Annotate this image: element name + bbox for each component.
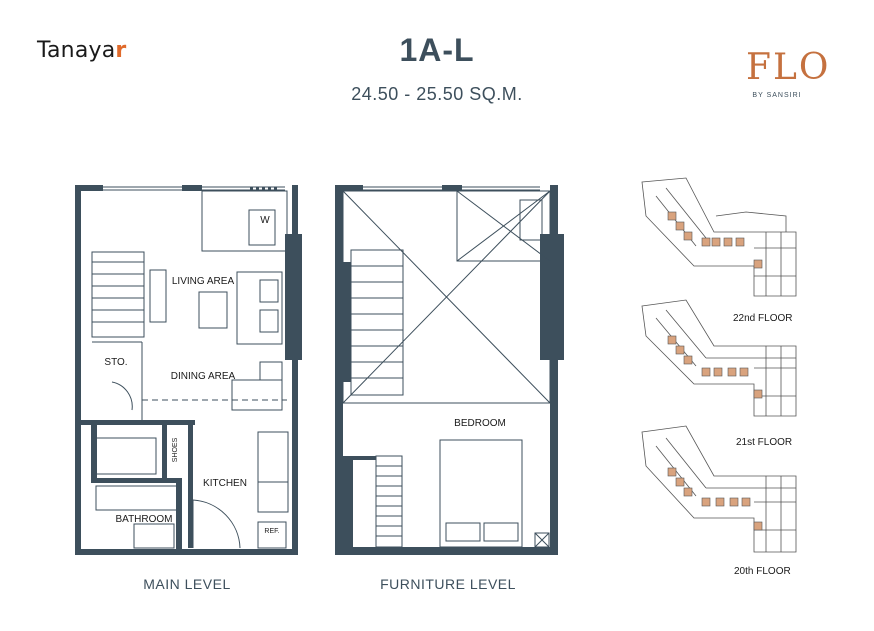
furniture-level-stair-wall xyxy=(343,456,376,547)
furniture-level-caption: FURNITURE LEVEL xyxy=(380,576,516,592)
flo-logo: FLO xyxy=(746,47,831,88)
keyplan-21st-label: 21st FLOOR xyxy=(736,437,793,448)
room-label-living: LIVING AREA xyxy=(172,276,235,287)
main-level-windows xyxy=(103,186,285,191)
main-level-walls xyxy=(75,185,302,555)
main-level-plan: LIVING AREA W STO. DINING AREA SHOES KIT… xyxy=(75,185,302,555)
tanayar-logo-text: Tanaya xyxy=(37,38,116,63)
main-level-interior xyxy=(91,190,289,549)
flo-logo-subtitle: BY SANSIRI xyxy=(752,92,802,99)
unit-area: 24.50 - 25.50 SQ.M. xyxy=(351,84,523,104)
main-level-caption: MAIN LEVEL xyxy=(143,576,231,592)
unit-title: 1A-L xyxy=(399,32,475,68)
furniture-level-walls xyxy=(335,185,564,555)
room-label-ref: REF. xyxy=(264,528,279,535)
keyplan-22nd-label: 22nd FLOOR xyxy=(733,313,793,324)
tanayar-logo: Tanayar xyxy=(37,38,126,63)
room-label-shoes: SHOES xyxy=(172,437,179,462)
room-label-bedroom: BEDROOM xyxy=(454,418,506,429)
tanayar-logo-mark: r xyxy=(115,38,127,63)
furniture-level-interior xyxy=(342,186,551,548)
furniture-level-plan: BEDROOM xyxy=(335,185,564,555)
keyplan-20th xyxy=(641,425,797,553)
room-label-sto: STO. xyxy=(104,357,127,368)
keyplan-22nd xyxy=(641,177,797,297)
keyplan-21st xyxy=(641,299,797,417)
room-label-w: W xyxy=(260,215,270,226)
room-label-dining: DINING AREA xyxy=(171,371,236,382)
room-label-bathroom: BATHROOM xyxy=(115,514,172,525)
room-label-kitchen: KITCHEN xyxy=(203,478,247,489)
keyplan-20th-label: 20th FLOOR xyxy=(734,566,791,577)
main-level-vent xyxy=(250,187,277,190)
